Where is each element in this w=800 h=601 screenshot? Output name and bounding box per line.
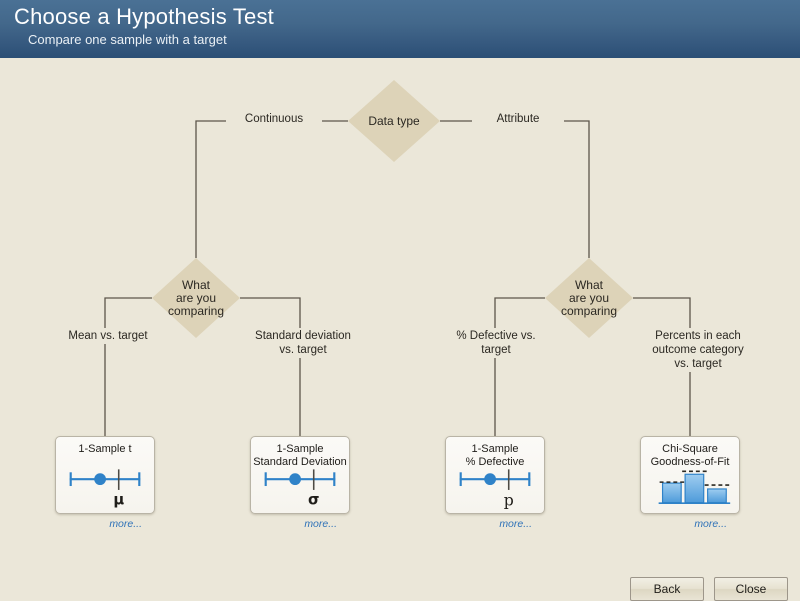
branch-label-continuous: Continuous (226, 111, 322, 127)
decision-node-label: What are you comparing (560, 277, 618, 318)
branch-label-defective-vs-target: % Defective vs. target (434, 328, 558, 358)
more-link-one-sample-t[interactable]: more... (109, 518, 142, 530)
branch-label-attribute: Attribute (472, 111, 564, 127)
bar-chart-icon (658, 470, 731, 504)
decision-node-attribute-compare[interactable]: What are you comparing (545, 258, 633, 338)
branch-label-mean-vs-target: Mean vs. target (46, 328, 170, 344)
decision-node-label: Data type (368, 113, 420, 128)
back-button[interactable]: Back (630, 577, 704, 601)
test-statistic-symbol: σ (308, 492, 319, 509)
test-card-title: 1-Sample Standard Deviation (253, 443, 347, 468)
close-button[interactable]: Close (714, 577, 788, 601)
window-header: Choose a Hypothesis Test Compare one sam… (0, 0, 800, 58)
branch-label-percents-vs-target: Percents in each outcome category vs. ta… (630, 328, 766, 372)
test-card-one-sample-percent-defective[interactable]: 1-Sample % Defective p (445, 436, 545, 514)
interval-plot-icon: p (459, 469, 531, 509)
decision-node-data-type[interactable]: Data type (348, 80, 440, 162)
branch-label-stdev-vs-target: Standard deviation vs. target (236, 328, 370, 358)
test-card-one-sample-standard-deviation[interactable]: 1-Sample Standard Deviation σ (250, 436, 350, 514)
more-link-chi-square-goodness-of-fit[interactable]: more... (694, 518, 727, 530)
test-statistic-symbol: μ (113, 492, 124, 509)
test-card-one-sample-t[interactable]: 1-Sample t μ (55, 436, 155, 514)
test-card-title: Chi-Square Goodness-of-Fit (650, 443, 730, 468)
test-statistic-symbol: p (504, 491, 514, 509)
interval-plot-icon: μ (69, 469, 141, 509)
more-link-one-sample-standard-deviation[interactable]: more... (304, 518, 337, 530)
decision-tree-canvas: Data type Continuous Attribute What are … (0, 58, 800, 601)
test-card-title: 1-Sample t (78, 443, 132, 455)
decision-node-continuous-compare[interactable]: What are you comparing (152, 258, 240, 338)
more-link-one-sample-percent-defective[interactable]: more... (499, 518, 532, 530)
test-card-title: 1-Sample % Defective (465, 443, 525, 468)
page-subtitle: Compare one sample with a target (28, 32, 227, 47)
interval-plot-icon: σ (264, 469, 336, 509)
test-card-chi-square-goodness-of-fit[interactable]: Chi-Square Goodness-of-Fit (640, 436, 740, 514)
page-title: Choose a Hypothesis Test (14, 4, 274, 29)
decision-node-label: What are you comparing (167, 277, 225, 318)
